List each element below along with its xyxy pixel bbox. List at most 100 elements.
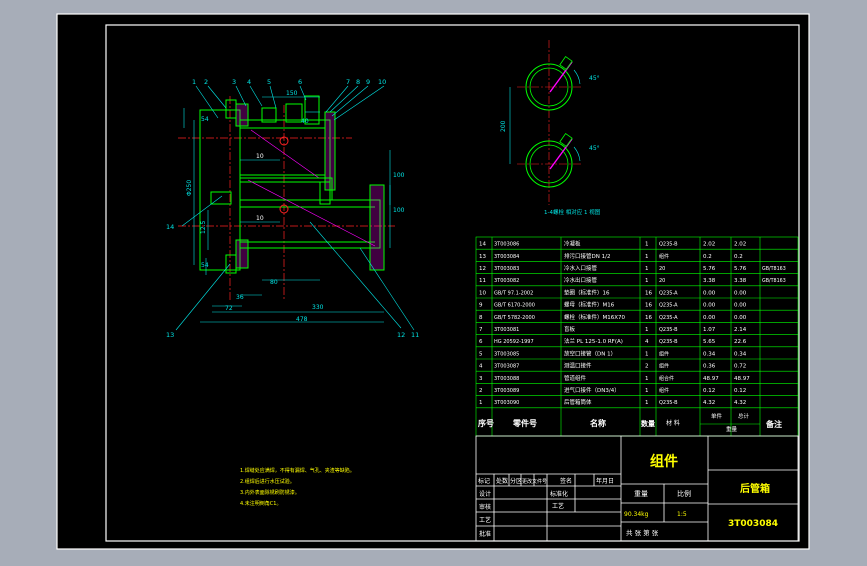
weight-value: 90.34kg (624, 511, 649, 518)
hdr-code: 零件号 (512, 418, 537, 428)
bom-cell-unit: 3.38 (703, 278, 716, 284)
dim-478: 478 (296, 316, 308, 323)
callout-6: 6 (298, 78, 302, 86)
dim-200: 200 (500, 120, 507, 132)
role-approve: 批准 (479, 530, 491, 538)
dim-12-5: 12.5 (200, 220, 207, 234)
hdr-remark: 备注 (765, 419, 782, 429)
lower-tube-outer (525, 140, 573, 188)
bom-cell-name: 螺栓（标准件）M16X70 (564, 313, 626, 321)
bom-cell-total: 48.97 (734, 376, 750, 382)
bom-cell-mat: Q235-A (659, 303, 678, 309)
bom-cell-mat: Q235-B (659, 327, 678, 333)
hdr-unit: 单件 (711, 412, 723, 420)
bom-cell-code: 3T003087 (494, 364, 519, 370)
callout-2: 2 (204, 78, 208, 86)
bom-cell-qty: 1 (645, 327, 649, 333)
hdr-total: 总计 (738, 412, 750, 420)
dim-45-upper: 45° (589, 75, 600, 82)
bom-cell-mat: 组件 (659, 350, 669, 357)
role-review: 审核 (479, 503, 491, 511)
bom-cell-name: 测温口接件 (564, 362, 592, 370)
side-view: 200 45° 45° 1-4螺栓 相对应 1 视图 (500, 40, 601, 216)
callout-9: 9 (366, 78, 370, 86)
bom-cell-no: 8 (479, 315, 483, 321)
role-process: 工艺 (479, 516, 491, 524)
bom-cell-mat: 组件 (659, 387, 669, 394)
bom-cell-unit: 5.76 (703, 266, 716, 272)
bom-cell-name: 盲板 (564, 325, 576, 333)
dim-72: 72 (225, 305, 233, 312)
bom-cell-no: 9 (479, 303, 483, 309)
bom-cell-code: 3T003088 (494, 376, 519, 382)
callout-5: 5 (267, 78, 271, 86)
bom-cell-qty: 1 (645, 266, 649, 272)
sign-change: 更改文件号 (522, 478, 547, 485)
bom-cell-unit: 4.32 (703, 400, 715, 406)
bom-cell-qty: 16 (645, 303, 652, 309)
bom-cell-name: 冷凝板 (564, 240, 581, 248)
hdr-mat: 材 料 (666, 419, 680, 427)
bom-cell-no: 11 (479, 278, 486, 284)
bom-cell-total: 0.34 (734, 351, 747, 357)
sign-zone: 分区 (510, 477, 522, 485)
dim-100-lower: 100 (393, 207, 405, 214)
bom-cell-code: GB/T 97.1-2002 (494, 290, 533, 296)
dim-10-upper: 10 (256, 153, 264, 160)
paper-background (56, 13, 810, 550)
bom-cell-total: 0.12 (734, 388, 746, 394)
bom-cell-total: 0.2 (734, 254, 743, 260)
bom-cell-total: 22.6 (734, 339, 747, 345)
bom-cell-qty: 16 (645, 315, 652, 321)
title-block: 标记 处数 分区 更改文件号 签名 年月日 设计 审核 工艺 批准 标准化 工艺… (475, 435, 799, 542)
bom-cell-no: 1 (479, 400, 483, 406)
bom-cell-qty: 2 (645, 364, 649, 370)
lower-pipe (210, 177, 385, 271)
callout-8: 8 (356, 78, 360, 86)
bom-cell-qty: 1 (645, 388, 649, 394)
bom-cell-unit: 0.00 (703, 290, 716, 296)
weight-label: 重量 (634, 490, 648, 498)
dim-100-upper: 100 (393, 172, 405, 179)
drawing-border (105, 24, 800, 542)
bom-cell-mat: Q235-A (659, 315, 678, 321)
bom-cell-no: 14 (479, 242, 486, 248)
bom-cell-code: 3T003082 (494, 278, 519, 284)
lower-tube-inner (529, 144, 569, 184)
bom-header: 序号 零件号 名称 数量 材 料 单件 总计 重量 备注 (478, 412, 782, 433)
bom-cell-total: 4.32 (734, 400, 746, 406)
bom-cell-code: 3T003090 (494, 400, 519, 406)
bom-cell-qty: 1 (645, 376, 649, 382)
bom-cell-mat: 组合件 (659, 375, 674, 382)
bom-cell-code: 3T003084 (494, 254, 519, 260)
bom-cell-name: 冷水出口接管 (564, 276, 598, 284)
bom-cell-unit: 0.2 (703, 254, 712, 260)
bom-cell-remark: GB/T8163 (762, 266, 786, 272)
upper-tube-outer (525, 63, 573, 111)
scale-value: 1:5 (677, 511, 687, 518)
dim-45-lower: 45° (589, 145, 600, 152)
product-name: 组件 (650, 453, 678, 470)
bom-cell-total: 3.38 (734, 278, 747, 284)
bom-cell-name: 冷水入口接管 (564, 264, 598, 272)
hdr-qty: 数量 (641, 419, 655, 428)
side-view-caption: 1-4螺栓 相对应 1 视图 (544, 208, 601, 216)
callout-13: 13 (166, 331, 174, 339)
bom-cell-total: 0.00 (734, 290, 747, 296)
bom-cell-mat: 组件 (659, 363, 669, 370)
bom-cell-no: 10 (479, 290, 486, 296)
bom-cell-qty: 1 (645, 400, 649, 406)
bom-cell-no: 6 (479, 339, 483, 345)
sign-date: 年月日 (596, 477, 614, 485)
